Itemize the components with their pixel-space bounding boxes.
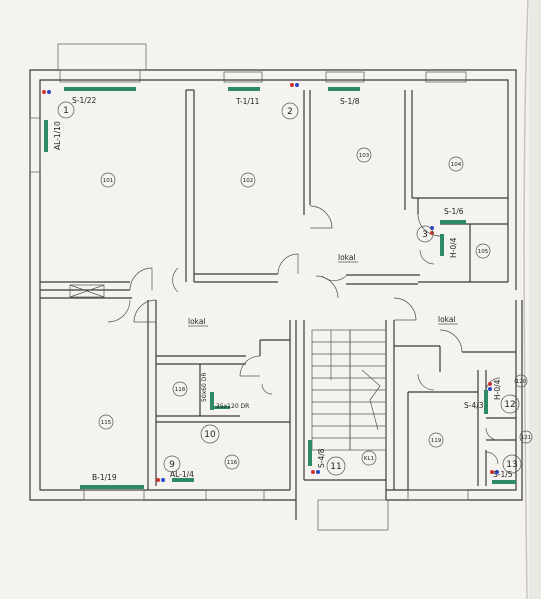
valve-blue	[295, 83, 299, 87]
marker-13: 13	[506, 460, 517, 470]
valve-red	[42, 90, 46, 94]
label-duct-50x60: 50x60 DR	[201, 372, 208, 402]
room-103: 103	[359, 153, 370, 159]
marker-9: 9	[169, 460, 175, 470]
room-105: 105	[478, 249, 489, 255]
radiators	[44, 87, 516, 489]
label-lokal-top: lokal	[338, 253, 356, 262]
room-numbers: 101 102 103 104 105 115 118 116 KL1 119 …	[98, 147, 533, 470]
radiator-t-1-11	[228, 87, 260, 91]
valve-red	[490, 470, 494, 474]
label-s-1-22: S-1/22	[72, 96, 97, 105]
valve-blue	[495, 470, 499, 474]
room-101: 101	[103, 178, 114, 184]
valve-blue	[161, 478, 165, 482]
label-lokal-right: lokal	[438, 315, 456, 324]
room-102: 102	[243, 178, 254, 184]
room-120: 120	[516, 379, 527, 385]
page-edge-shadow	[529, 0, 541, 599]
label-s-1-6: S-1/6	[444, 207, 464, 216]
valve-red	[430, 231, 434, 235]
marker-11: 11	[330, 462, 341, 472]
room-121: 121	[521, 435, 532, 441]
label-b-1-19: B-1/19	[92, 473, 117, 482]
radiator-s-1-22	[64, 87, 136, 91]
label-al-1-4: AL-1/4	[170, 470, 194, 479]
radiator-s-4-8	[308, 440, 312, 466]
radiator-h-0-4-right	[440, 234, 444, 256]
valve-red	[488, 382, 492, 386]
label-s-1-5: S-1/5	[493, 470, 513, 479]
page-edge	[523, 0, 529, 599]
valve-blue	[47, 90, 51, 94]
label-t-1-11: T-1/11	[235, 97, 260, 106]
radiator-labels: S-1/22 T-1/11 S-1/8 AL-1/10 S-1/6 H-0/4 …	[53, 96, 513, 482]
label-s-4-3: S-4/3	[464, 401, 484, 410]
marker-10: 10	[204, 430, 216, 440]
valve-red	[156, 478, 160, 482]
valve-red	[290, 83, 294, 87]
label-s-1-8: S-1/8	[340, 97, 360, 106]
room-kl1: KL1	[364, 456, 374, 462]
marker-1: 1	[63, 106, 69, 116]
radiator-b-1-19	[80, 485, 144, 489]
room-118: 118	[175, 387, 186, 393]
marker-12: 12	[504, 400, 515, 410]
room-115: 115	[101, 420, 112, 426]
area-labels: lokal lokal lokal	[188, 253, 458, 327]
label-s-4-8: S-4/8	[317, 448, 326, 468]
valve-blue	[316, 470, 320, 474]
radiator-s-1-5	[492, 480, 516, 484]
radiator-35x120	[214, 406, 230, 409]
staircase	[311, 329, 387, 451]
room-116: 116	[227, 460, 238, 466]
marker-2: 2	[287, 107, 293, 117]
label-lokal-left: lokal	[188, 317, 206, 326]
circle-markers: 1 2 3 9 10 11 12 13	[57, 101, 522, 476]
interior-walls	[40, 89, 516, 500]
valve-red	[311, 470, 315, 474]
radiator-al-1-10	[44, 120, 48, 152]
label-h-0-4-mid: H-0/4	[493, 379, 502, 400]
marker-3: 3	[422, 230, 428, 240]
label-h-0-4-right: H-0/4	[449, 237, 458, 258]
radiator-h-0-4-mid	[210, 392, 214, 410]
doors	[107, 205, 501, 465]
radiator-s-1-6	[440, 220, 466, 224]
duct-labels: 50x60 DR 35x120 DR	[201, 372, 249, 410]
label-al-1-10: AL-1/10	[53, 121, 62, 150]
radiator-s-4-3	[484, 390, 488, 414]
valves	[42, 83, 499, 482]
label-duct-35x120: 35x120 DR	[216, 403, 249, 410]
valve-blue	[488, 387, 492, 391]
windows	[29, 69, 469, 501]
radiator-al-1-4	[172, 478, 194, 482]
room-104: 104	[451, 162, 462, 168]
chimney	[69, 284, 105, 298]
radiator-s-1-8	[328, 87, 360, 91]
room-119: 119	[431, 438, 442, 444]
